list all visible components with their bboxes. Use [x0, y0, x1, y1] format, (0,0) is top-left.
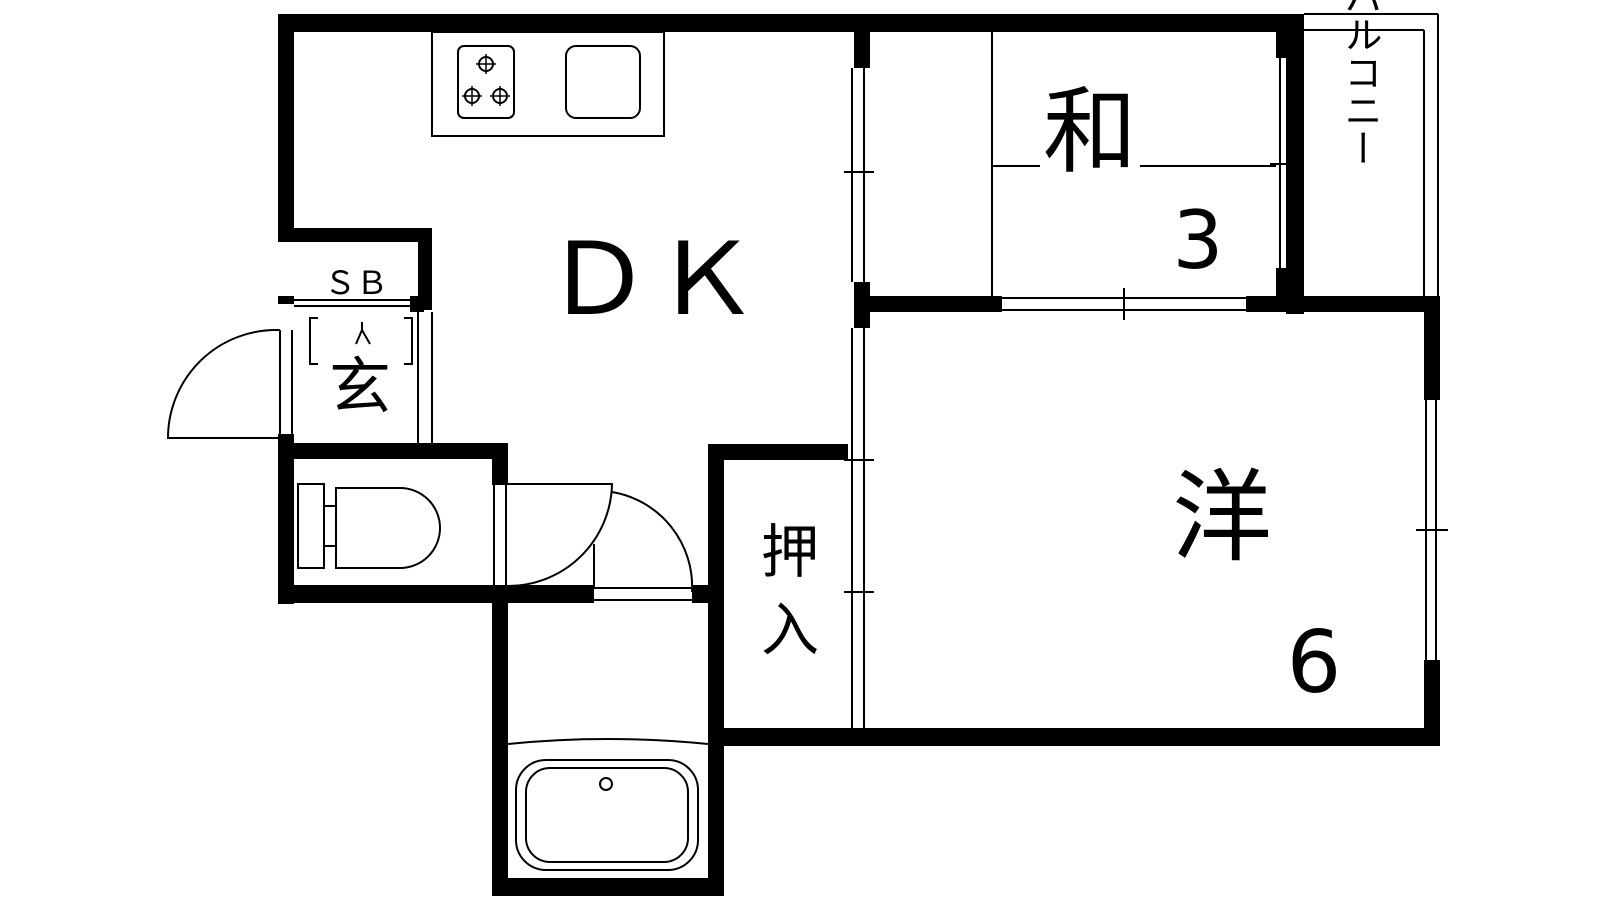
entrance-door-swing [166, 328, 280, 439]
kitchen-counter [431, 31, 665, 137]
toilet-door-swing [505, 483, 614, 588]
bathtub-icon [507, 738, 709, 871]
thin-lines [279, 13, 1448, 728]
label-western-room: 洋 [1172, 459, 1272, 576]
stove-icon [457, 45, 515, 119]
label-japanese-size: 3 [1173, 194, 1224, 287]
door-swings [166, 328, 694, 593]
walls [278, 14, 1440, 896]
label-entrance: 玄 [329, 350, 391, 423]
bath-door-swing [611, 491, 694, 593]
entrance-step-icon [309, 317, 413, 365]
label-closet-line1: 押 [761, 518, 819, 586]
label-japanese-room: 和 [1043, 78, 1137, 187]
label-shoe-box: ＳＢ [324, 264, 388, 302]
label-western-size: 6 [1287, 613, 1342, 713]
label-closet-line2: 入 [761, 596, 819, 664]
sink-icon [565, 45, 641, 119]
label-balcony: バルコニー [1338, 0, 1382, 167]
label-dk: ＤＫ [544, 221, 760, 338]
toilet-icon [297, 483, 441, 569]
